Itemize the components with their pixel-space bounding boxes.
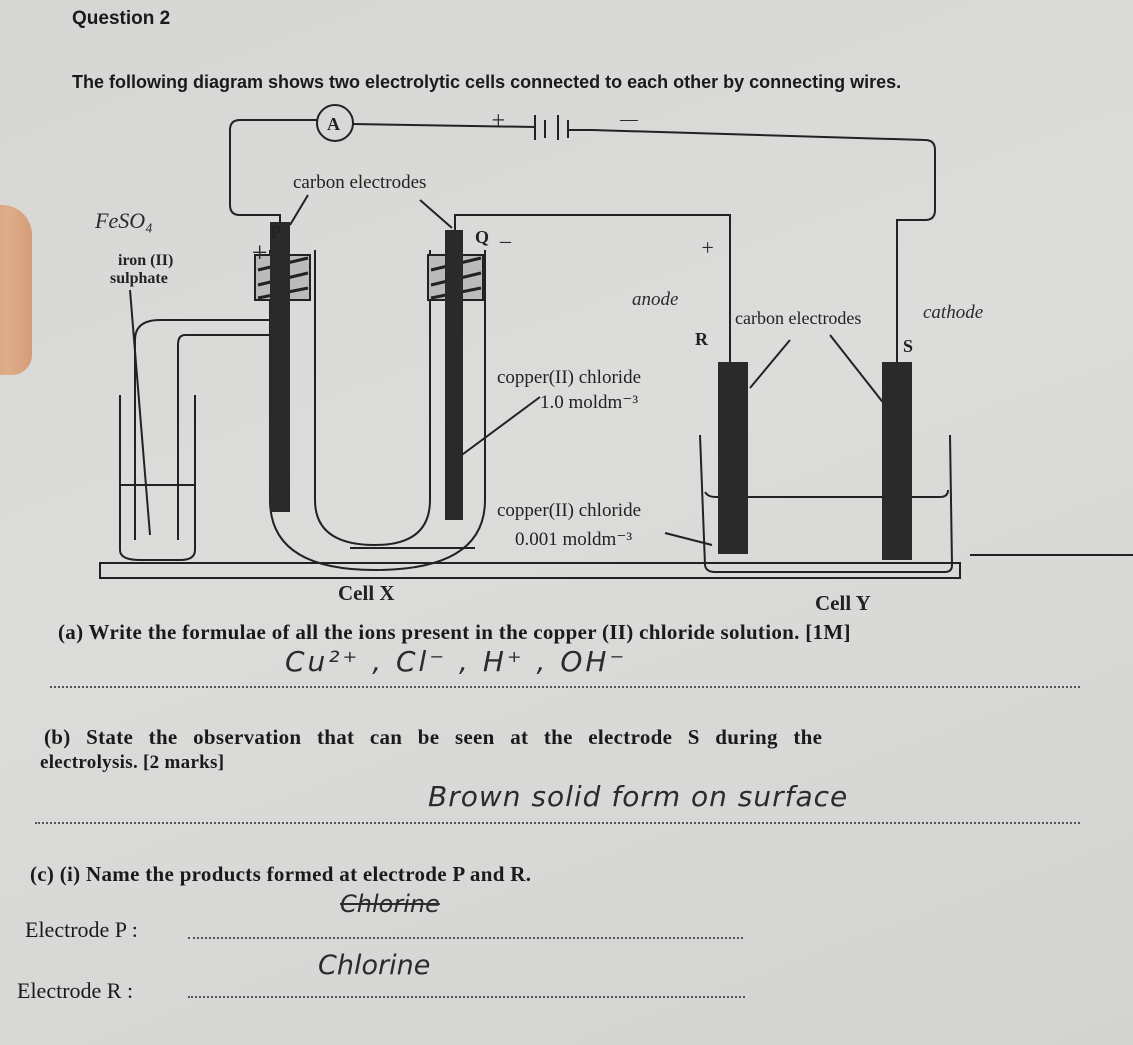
part-a-answer: Cu²⁺ , Cl⁻ , H⁺ , OH⁻ xyxy=(285,645,628,678)
hand-cathode: cathode xyxy=(923,302,983,323)
hand-feso4: FeSO₄ xyxy=(94,208,153,233)
wire-right xyxy=(591,129,936,362)
label-q: Q xyxy=(475,227,489,247)
electrode-p xyxy=(270,222,290,512)
label-r: R xyxy=(695,329,709,349)
beaker-cell-y xyxy=(699,434,954,573)
side-tube-outer xyxy=(134,319,270,540)
test-tube xyxy=(119,395,196,561)
label-cucl2-concentrated: copper(II) chloride xyxy=(497,367,641,388)
question-title: Question 2 xyxy=(72,8,171,29)
electrolysis-diagram: A carbon electrodes P Q iron (II) sulpha… xyxy=(94,104,1133,615)
wire-left xyxy=(229,119,317,225)
svg-text:1.0 moldm⁻³: 1.0 moldm⁻³ xyxy=(540,392,638,413)
label-iron-sulphate: iron (II) xyxy=(118,252,173,269)
electrode-p-answer: Chlorine xyxy=(340,890,440,918)
svg-text:sulphate: sulphate xyxy=(110,270,168,287)
label-cell-x: Cell X xyxy=(338,581,395,605)
label-carbon-electrodes-y: carbon electrodes xyxy=(735,308,861,328)
hand-anode: anode xyxy=(632,289,678,310)
hand-battery-plus: + xyxy=(490,108,506,134)
ammeter-symbol xyxy=(316,104,354,142)
label-carbon-electrodes-x: carbon electrodes xyxy=(293,172,426,193)
hand-p-plus: + xyxy=(250,238,269,269)
hand-wire-plus: + xyxy=(700,235,715,260)
base-board xyxy=(99,562,961,579)
u-tube-inner xyxy=(314,250,431,547)
question-intro: The following diagram shows two electrol… xyxy=(72,72,902,92)
finger xyxy=(0,205,32,375)
part-b-answer-line xyxy=(35,822,1080,824)
ammeter-label: A xyxy=(327,114,340,134)
electrode-r xyxy=(718,362,748,554)
label-cell-y: Cell Y xyxy=(815,591,871,615)
label-p: P xyxy=(270,222,281,242)
electrode-r-answer: Chlorine xyxy=(318,950,431,981)
electrode-s xyxy=(882,362,912,560)
electrode-q xyxy=(445,230,463,520)
part-a-answer-line xyxy=(50,686,1080,688)
hand-battery-minus: — xyxy=(619,108,638,130)
electrode-r-label: Electrode R : xyxy=(17,978,134,1003)
label-s: S xyxy=(903,336,913,356)
hand-q-minus: _ xyxy=(499,220,512,245)
electrode-p-answer-line xyxy=(188,937,743,939)
u-tube-outer xyxy=(269,250,486,572)
electrode-r-answer-line xyxy=(188,996,745,998)
part-c-question: (c) (i) Name the products formed at elec… xyxy=(30,862,532,886)
part-b-answer: Brown solid form on surface xyxy=(428,780,849,813)
part-b-question: (b) State the observation that can be se… xyxy=(44,725,823,749)
wire-q-r xyxy=(454,214,731,362)
wire-top xyxy=(352,123,536,128)
label-cucl2-dilute: copper(II) chloride xyxy=(497,500,641,521)
electrode-p-label: Electrode P : xyxy=(25,917,138,942)
part-a-question: (a) Write the formulae of all the ions p… xyxy=(58,620,851,644)
svg-text:0.001 moldm⁻³: 0.001 moldm⁻³ xyxy=(515,529,632,550)
